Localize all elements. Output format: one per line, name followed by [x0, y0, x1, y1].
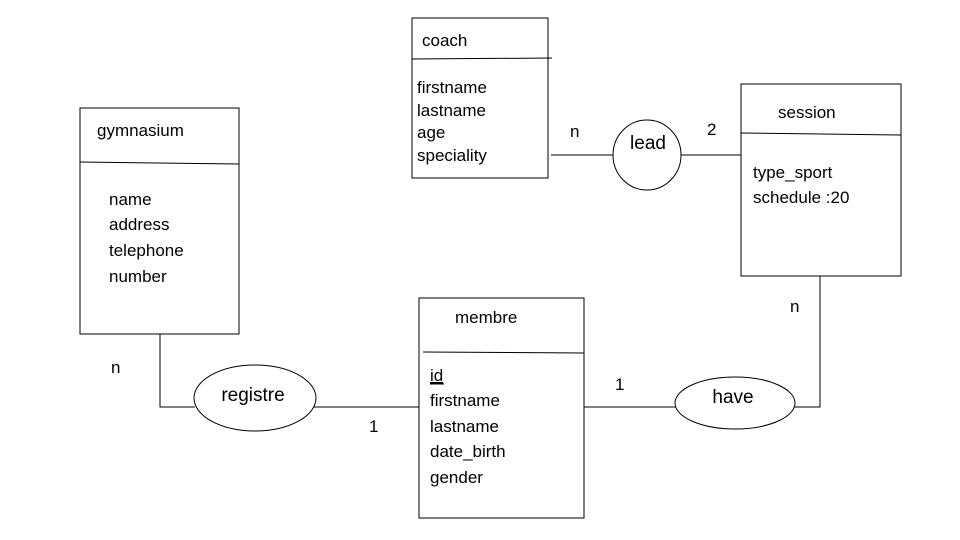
relationship-lead-label: lead [630, 133, 666, 154]
entity-gymnasium-divider [79, 161, 240, 165]
entity-gymnasium-box [79, 107, 240, 335]
relationship-registre-label: registre [221, 385, 284, 406]
entity-coach-title: coach [422, 31, 467, 50]
cardinality-have-membre: 1 [615, 375, 624, 394]
entity-session-divider [740, 132, 902, 136]
cardinality-have-session: n [790, 297, 799, 316]
entity-session-title: session [778, 103, 836, 122]
connector-have-session [794, 276, 821, 408]
entity-membre-title: membre [455, 308, 517, 327]
connector-gymnasium-registre [159, 334, 195, 408]
cardinality-registre-membre: 1 [369, 417, 378, 436]
entity-coach-attr: age [417, 123, 445, 142]
entity-gymnasium-attr: number [109, 267, 167, 286]
relationship-lead[interactable]: lead [612, 119, 682, 191]
relationship-have-shape [674, 376, 796, 430]
entity-gymnasium-attr: name [109, 190, 152, 209]
entity-coach-divider [411, 57, 553, 60]
entity-gymnasium[interactable]: gymnasium name address telephone number [79, 107, 240, 335]
cardinality-registre-gymnasium: n [111, 358, 120, 377]
cardinality-lead-session: 2 [707, 120, 716, 139]
relationship-registre[interactable]: registre [193, 364, 317, 432]
entity-session-attr: schedule :20 [753, 188, 849, 207]
cardinality-lead-coach: n [570, 122, 579, 141]
entity-membre[interactable]: membre id firstname lastname date_birth … [418, 297, 585, 519]
entity-session-attr: type_sport [753, 163, 833, 182]
entity-coach[interactable]: coach firstname lastname age speciality [411, 17, 553, 179]
entity-gymnasium-attr: address [109, 215, 169, 234]
relationship-have-label: have [712, 387, 753, 408]
entity-membre-divider [422, 351, 585, 354]
entity-membre-attr: lastname [430, 417, 499, 436]
entity-coach-attr: lastname [417, 101, 486, 120]
relationship-have[interactable]: have [674, 376, 796, 430]
entity-gymnasium-title: gymnasium [97, 121, 184, 140]
entity-coach-attr: firstname [417, 78, 487, 97]
entity-membre-attr: gender [430, 468, 483, 487]
entity-membre-attr: date_birth [430, 442, 506, 461]
entity-session[interactable]: session type_sport schedule :20 [740, 83, 902, 277]
relationship-lead-shape [612, 119, 682, 191]
entity-membre-box [418, 297, 585, 519]
relationship-registre-shape [193, 364, 317, 432]
entity-coach-attr: speciality [417, 146, 487, 165]
entity-coach-box [411, 17, 549, 179]
entity-gymnasium-attr: telephone [109, 241, 184, 260]
entity-membre-attr: firstname [430, 391, 500, 410]
entity-session-box [740, 83, 902, 277]
entity-membre-key-attr: id [430, 366, 443, 385]
